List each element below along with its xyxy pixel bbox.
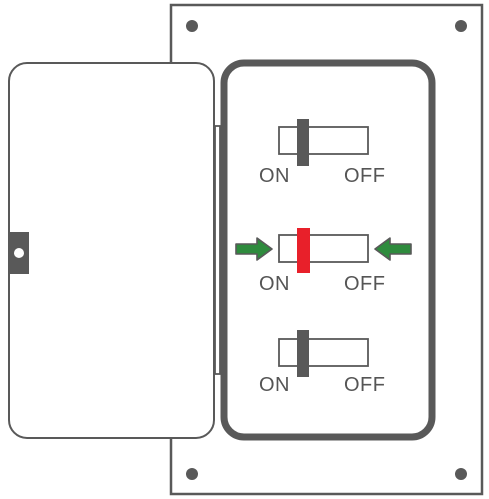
breaker-slot [278,234,369,263]
breaker-1[interactable]: ON OFF [259,119,386,187]
breaker-lever-tripped[interactable] [297,228,310,273]
breaker-on-label: ON [259,273,290,295]
panel-door[interactable] [8,62,215,439]
breaker-3[interactable]: ON OFF [259,330,386,396]
breaker-2[interactable]: ON OFF [235,228,412,295]
breaker-off-label: OFF [344,374,386,396]
breaker-lever[interactable] [297,119,309,166]
latch-hole-icon [14,248,24,258]
screw-top-left [186,20,198,32]
breaker-slot [278,338,369,367]
screw-bottom-right [455,468,467,480]
breaker-off-label: OFF [344,165,386,187]
screw-top-right [455,20,467,32]
arrow-left-icon [374,237,412,261]
breaker-off-label: OFF [344,273,386,295]
breaker-on-label: ON [259,374,290,396]
screw-bottom-left [186,468,198,480]
breaker-on-label: ON [259,165,290,187]
breaker-slot [278,126,369,155]
door-hinge [214,125,221,375]
arrow-right-icon [235,237,273,261]
breaker-lever[interactable] [297,330,309,377]
